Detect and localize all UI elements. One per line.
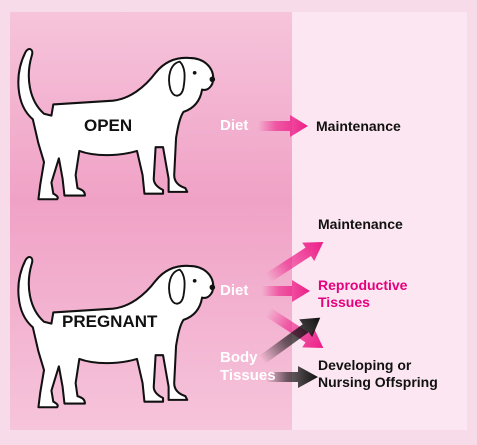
open-dog-label: OPEN [84, 116, 132, 136]
offspring-label-line1: Developing or [318, 357, 411, 374]
open-diet-label: Diet [220, 117, 248, 134]
reproductive-label-line1: Reproductive [318, 277, 407, 294]
body-label-line2: Tissues [220, 367, 276, 384]
open-maintenance-label: Maintenance [316, 118, 401, 135]
pregnant-dog-label: PREGNANT [62, 312, 157, 332]
pregnant-maintenance-label: Maintenance [318, 216, 403, 233]
pregnant-diet-label: Diet [220, 282, 248, 299]
body-label-line1: Body [220, 349, 258, 366]
reproductive-label-line2: Tissues [318, 294, 370, 311]
offspring-label-line2: Nursing Offspring [318, 374, 438, 391]
